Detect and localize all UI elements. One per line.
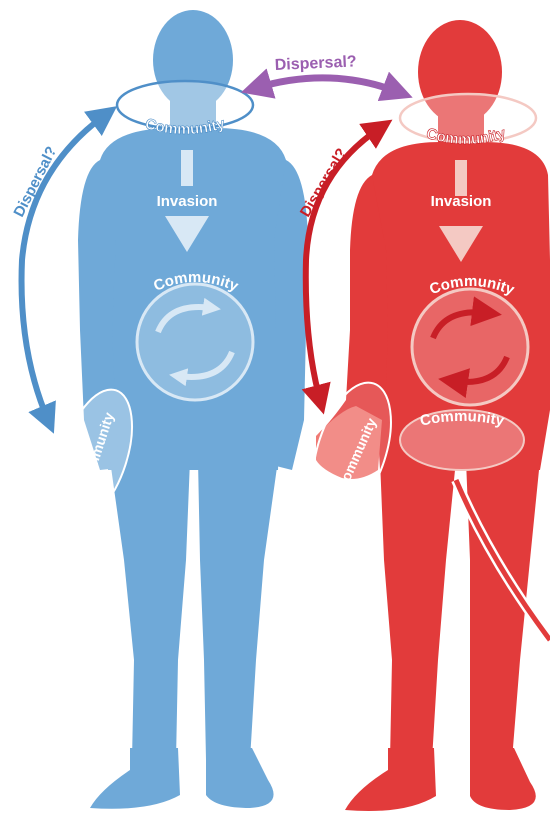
purple-dispersal-arrow-icon [256, 78, 398, 92]
blue-invasion-label: Invasion [157, 193, 218, 210]
blue-gut-community-circle [137, 284, 253, 400]
red-invasion-label: Invasion [431, 193, 492, 210]
dispersal-top-label: Dispersal? [274, 53, 357, 74]
red-gut-community-circle [412, 289, 528, 405]
dispersal-right-label: Dispersal? [297, 145, 351, 220]
